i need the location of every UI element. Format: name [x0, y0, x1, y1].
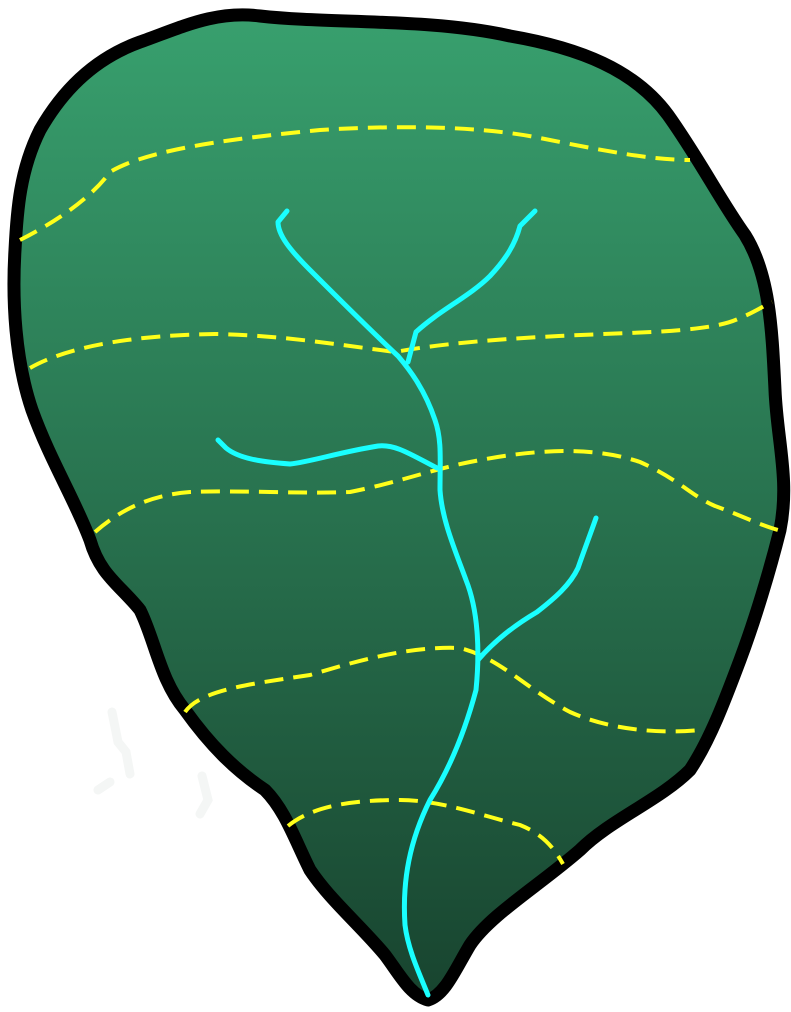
faint-mark — [98, 782, 110, 790]
faint-mark — [200, 776, 208, 814]
faint-mark — [112, 712, 130, 774]
